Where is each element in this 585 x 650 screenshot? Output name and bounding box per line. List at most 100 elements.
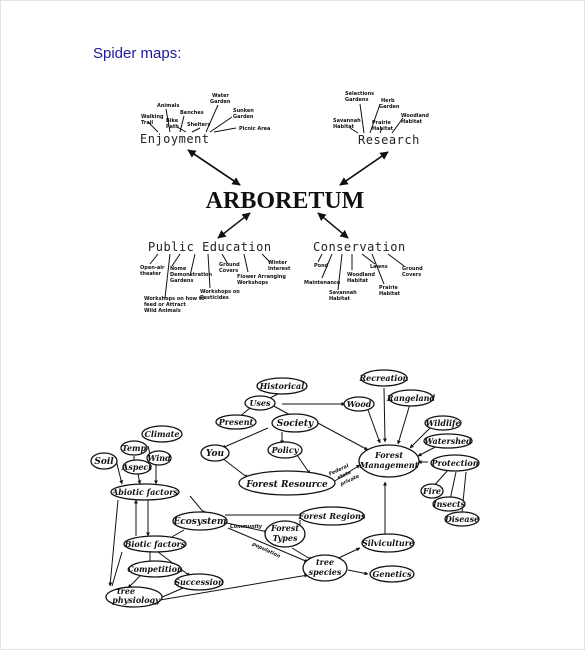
node-abiotic: Abiotic factors (110, 483, 180, 501)
conservation-item: Ground (402, 266, 423, 272)
svg-text:You: You (206, 449, 225, 459)
hub-label: ARBORETUM (206, 188, 365, 214)
svg-text:Fire: Fire (422, 486, 441, 496)
education-item: Flower Arranging (237, 274, 286, 280)
conservation-item: Savannah (329, 290, 357, 296)
svg-text:Abiotic factors: Abiotic factors (111, 487, 178, 497)
research-item: Herb (381, 98, 395, 104)
education-item: Gardens (170, 278, 193, 284)
enjoyment-item: Shelters (187, 122, 211, 128)
education-item: Interest (268, 266, 291, 272)
enjoyment-item: Benches (180, 110, 204, 116)
node-society: Society (271, 413, 319, 433)
svg-text:tree: tree (117, 586, 135, 596)
node-ecosystem: Ecosystem (172, 511, 228, 531)
svg-text:Aspect: Aspect (121, 462, 152, 472)
node-temp: Temp (120, 440, 148, 456)
svg-text:Wind: Wind (147, 453, 171, 463)
svg-text:physiology: physiology (112, 595, 161, 605)
enjoyment-item: Water (212, 93, 229, 99)
conservation-label: Conservation (313, 240, 406, 254)
svg-text:Rangeland: Rangeland (386, 393, 436, 403)
svg-text:Management: Management (359, 460, 419, 470)
node-forest-resource: Forest Resource (238, 470, 336, 496)
node-watershed: Watershed (423, 433, 473, 449)
conservation-item: Habitat (329, 296, 351, 302)
enjoyment-item: Trail (141, 120, 153, 126)
enjoyment-item: Walking (141, 114, 164, 120)
research-item: Gardens (345, 97, 368, 103)
svg-text:Climate: Climate (145, 429, 180, 439)
svg-text:state: state (337, 469, 353, 481)
education-item: Nome (170, 266, 187, 272)
enjoyment-item: Picnic Area (239, 126, 270, 132)
svg-text:Forest Regions: Forest Regions (298, 511, 366, 521)
svg-text:Forest: Forest (270, 523, 299, 533)
svg-text:Competition: Competition (127, 564, 183, 574)
research-item: Habitat (372, 126, 394, 132)
node-wildlife: Wildlife (424, 415, 462, 431)
conservation-item: Maintenance (304, 280, 341, 286)
svg-text:Insects: Insects (432, 499, 466, 509)
svg-text:Uses: Uses (249, 398, 271, 408)
conservation-item: Prairie (379, 285, 398, 291)
enjoyment-item: Animals (157, 103, 179, 109)
education-item: theater (140, 271, 161, 277)
research-item: Habitat (401, 119, 423, 125)
svg-text:Recreation: Recreation (359, 373, 409, 383)
node-climate: Climate (141, 425, 183, 443)
node-biotic: Biotic factors (123, 535, 187, 553)
enjoyment-item: Garden (210, 99, 231, 105)
svg-text:Ecosystem: Ecosystem (172, 517, 226, 527)
conservation-item: Habitat (347, 278, 369, 284)
svg-text:Biotic factors: Biotic factors (124, 539, 186, 549)
svg-text:tree: tree (316, 557, 334, 567)
enjoyment-label: Enjoyment (140, 132, 210, 146)
education-item: Winter (268, 260, 288, 266)
node-competition: Competition (127, 560, 183, 578)
svg-text:Wildlife: Wildlife (425, 418, 460, 428)
node-you: You (200, 444, 230, 462)
node-policy: Policy (267, 441, 303, 459)
education-item: Wild Animals (144, 308, 181, 314)
svg-text:Disease: Disease (444, 514, 479, 524)
education-item: Ground (219, 262, 240, 268)
node-aspect: Aspect (121, 459, 152, 475)
education-item: Pesticides (200, 295, 229, 301)
svg-text:Succession: Succession (174, 577, 224, 587)
svg-text:Genetics: Genetics (373, 569, 412, 579)
education-item: Open-air (140, 265, 165, 271)
enjoyment-item: Sunken (233, 108, 254, 114)
conservation-item: Woodland (347, 272, 375, 278)
conservation-item: Habitat (379, 291, 401, 297)
node-recreation: Recreation (359, 369, 409, 387)
svg-text:Policy: Policy (271, 445, 300, 455)
svg-text:Soil: Soil (94, 457, 114, 467)
page-title: Spider maps: (93, 45, 182, 62)
node-soil: Soil (90, 452, 118, 470)
node-silviculture: Silviculture (361, 533, 415, 553)
svg-text:species: species (309, 567, 342, 577)
research-item: Savannah (333, 118, 361, 124)
svg-text:Present: Present (218, 417, 254, 427)
spider-map: ARBORETUM Enjoyment Animals Walking Trai… (140, 91, 429, 314)
research-item: Woodland (401, 113, 429, 119)
svg-text:Historical: Historical (259, 381, 304, 391)
svg-text:Protection: Protection (430, 458, 478, 468)
node-protection: Protection (430, 454, 480, 472)
education-item: Workshops on (200, 289, 240, 295)
svg-text:Watershed: Watershed (424, 436, 472, 446)
svg-text:Wood: Wood (347, 399, 372, 409)
link-label-community: Community (230, 524, 263, 530)
enjoyment-item: Path (166, 124, 179, 130)
conservation-item: Lawns (370, 264, 388, 270)
enjoyment-item: Garden (233, 114, 254, 120)
concept-map: Historical Uses Present Society Wood Rec… (90, 369, 480, 608)
svg-text:Forest: Forest (374, 450, 403, 460)
node-insects: Insects (432, 496, 466, 512)
research-item: Prairie (372, 120, 391, 126)
node-genetics: Genetics (369, 565, 415, 583)
